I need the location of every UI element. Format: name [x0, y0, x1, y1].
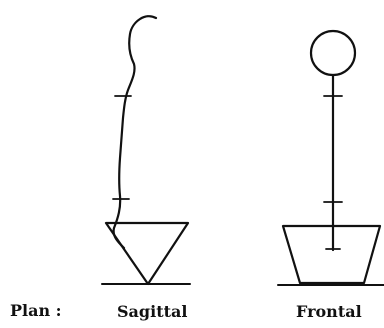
sagittal-base-triangle: [104, 221, 190, 286]
sagittal-head-curve: [112, 15, 158, 250]
plan-label: Plan :: [10, 301, 62, 320]
frontal-head-circle: [309, 29, 357, 77]
frontal-view: [277, 29, 384, 286]
sagittal-label: Sagittal: [117, 302, 188, 321]
frontal-base-trapezoid: [281, 224, 382, 285]
frontal-label: Frontal: [296, 302, 362, 321]
sagittal-view: [101, 15, 191, 286]
